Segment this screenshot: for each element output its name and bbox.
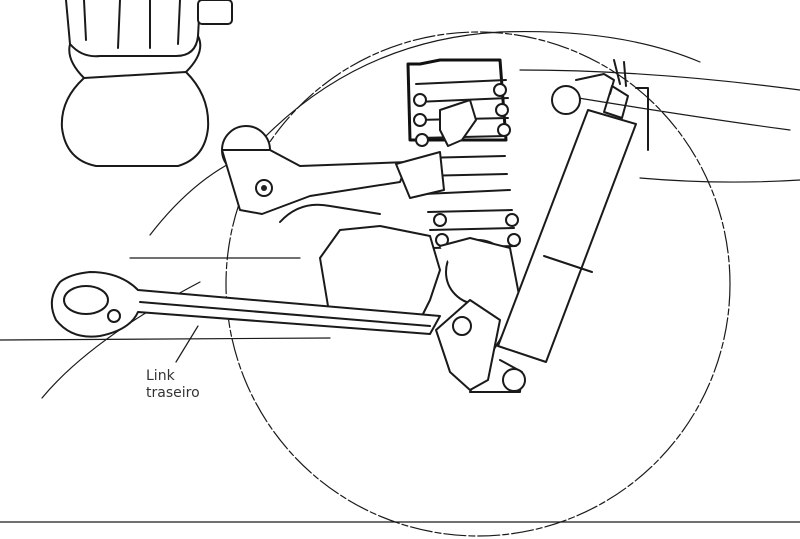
callout-label: Link traseiro [146, 368, 200, 402]
callout-leader [175, 325, 199, 363]
body-arc-upper [261, 31, 701, 141]
shock-absorber [497, 59, 649, 363]
wheel-circle [225, 31, 731, 537]
upper-left-tire [60, 0, 233, 167]
callout-label-line1: Link [146, 368, 175, 384]
ground-line-left [0, 337, 331, 341]
body-arc-right [519, 69, 800, 91]
coil-spring [395, 58, 521, 249]
body-arc-right-2 [559, 94, 791, 131]
rear-link [50, 271, 441, 338]
callout-label-line2: traseiro [146, 385, 200, 401]
upper-arm [221, 125, 409, 215]
body-arc-lower-right [639, 177, 800, 183]
axle-housing [279, 203, 526, 393]
